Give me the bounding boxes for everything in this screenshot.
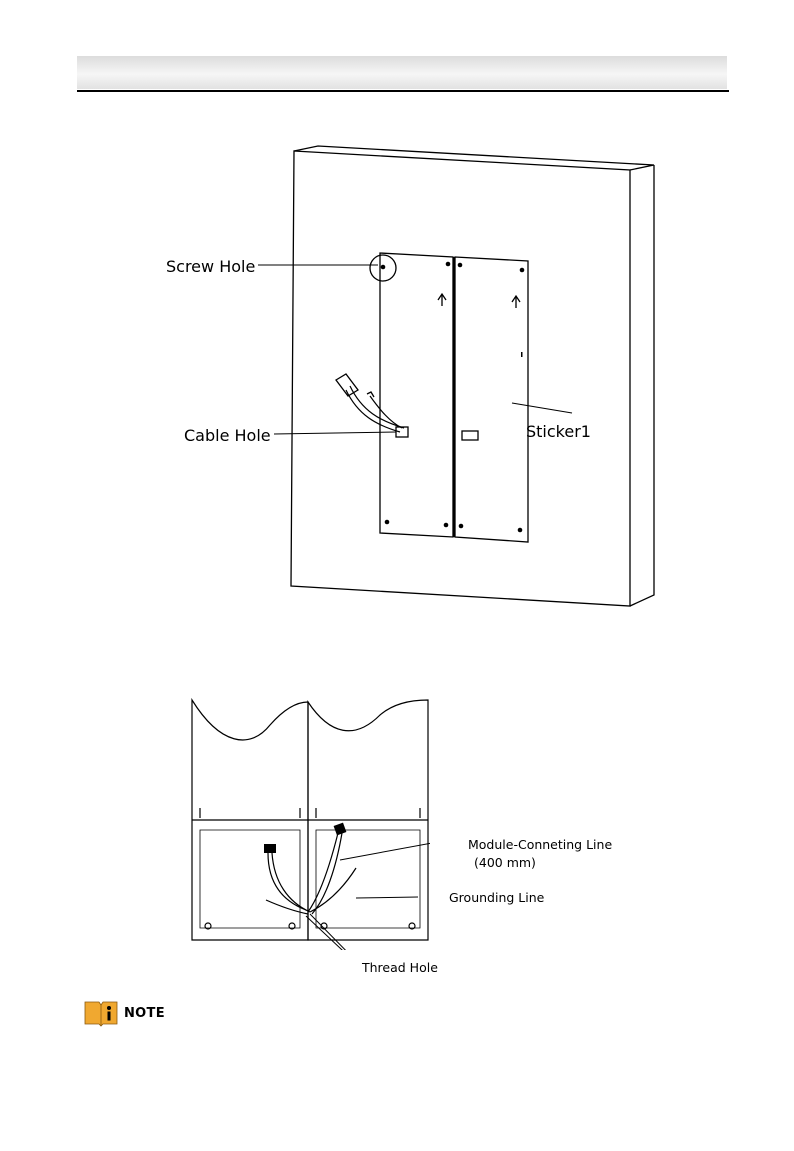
wall-side xyxy=(630,165,654,606)
cable-hole-rect xyxy=(396,427,408,437)
label-grounding-line: Grounding Line xyxy=(449,890,544,905)
label-module-line-length: (400 mm) xyxy=(474,855,536,870)
info-book-icon xyxy=(83,999,119,1027)
label-sticker: Sticker1 xyxy=(526,422,591,441)
label-thread-hole: Thread Hole xyxy=(362,960,438,975)
sticker-slot xyxy=(462,431,478,440)
label-module-line: Module-Conneting Line xyxy=(468,837,612,852)
wall-diagram xyxy=(160,140,660,620)
note-label: NOTE xyxy=(124,1006,165,1021)
arrow-up-right xyxy=(512,296,520,308)
sticker-panel-right xyxy=(455,257,528,542)
note-heading: NOTE xyxy=(83,999,165,1027)
figure-wall-sticker: Screw Hole Cable Hole Sticker1 xyxy=(160,140,660,624)
figure-module-lines: Module-Conneting Line (400 mm) Grounding… xyxy=(180,690,430,954)
label-cable-hole: Cable Hole xyxy=(184,426,271,445)
header-rule xyxy=(77,90,729,92)
module-back-diagram xyxy=(180,690,430,950)
label-screw-hole: Screw Hole xyxy=(166,257,255,276)
page-header-bar xyxy=(77,56,727,89)
arrow-up-left xyxy=(438,294,446,306)
wall-top xyxy=(294,146,654,170)
